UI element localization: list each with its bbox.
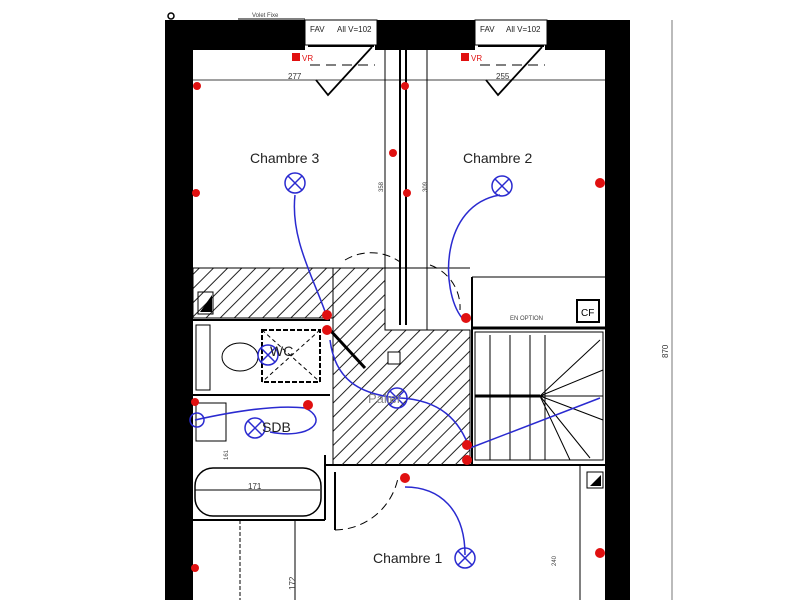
- dimension-161: 161: [224, 449, 230, 460]
- room-label-chambre-2: Chambre 2: [463, 150, 532, 166]
- window-dim-label: All V=102: [337, 25, 372, 34]
- bathtub: [194, 467, 322, 517]
- dimension-171: 171: [248, 482, 262, 491]
- window-type-label: FAV: [310, 25, 325, 34]
- shower-tray: [261, 329, 321, 383]
- vr-label: VR: [302, 54, 313, 63]
- hatched-area: [192, 267, 471, 466]
- dimension-172: 172: [288, 576, 297, 590]
- electrical-outlet-icon: [191, 82, 605, 572]
- room-label-sdb: SDB: [262, 419, 291, 435]
- window-type-label: FAV: [480, 25, 495, 34]
- en-option-label: EN OPTION: [510, 316, 543, 322]
- duct-icon: [387, 351, 401, 365]
- dimension-358: 358: [379, 181, 385, 192]
- room-label-chambre-3: Chambre 3: [250, 150, 319, 166]
- exterior-walls: [165, 12, 630, 600]
- dimension-277: 277: [288, 72, 302, 81]
- interior-partitions: [193, 50, 605, 600]
- vr-label: VR: [471, 54, 482, 63]
- window-dim-label: All V=102: [506, 25, 541, 34]
- toilet-icon: [221, 342, 259, 372]
- room-label-palier: Palier: [368, 391, 402, 406]
- shutter-icon: [292, 53, 469, 61]
- room-label-wc: WC: [270, 343, 293, 359]
- window-chambre2: [474, 19, 548, 97]
- volet-fixe-label: Volet Fixe: [252, 13, 279, 19]
- dimension-309: 309: [423, 181, 429, 192]
- staircase: [474, 331, 604, 461]
- light-fixture-icon: [189, 172, 513, 569]
- dimension-240: 240: [552, 555, 558, 566]
- dimension-870: 870: [661, 344, 670, 358]
- dimension-255: 255: [496, 72, 510, 81]
- cf-label: CF: [581, 308, 594, 319]
- window-chambre3: [238, 18, 378, 97]
- cf-box: [576, 299, 600, 323]
- room-label-chambre-1: Chambre 1: [373, 550, 442, 566]
